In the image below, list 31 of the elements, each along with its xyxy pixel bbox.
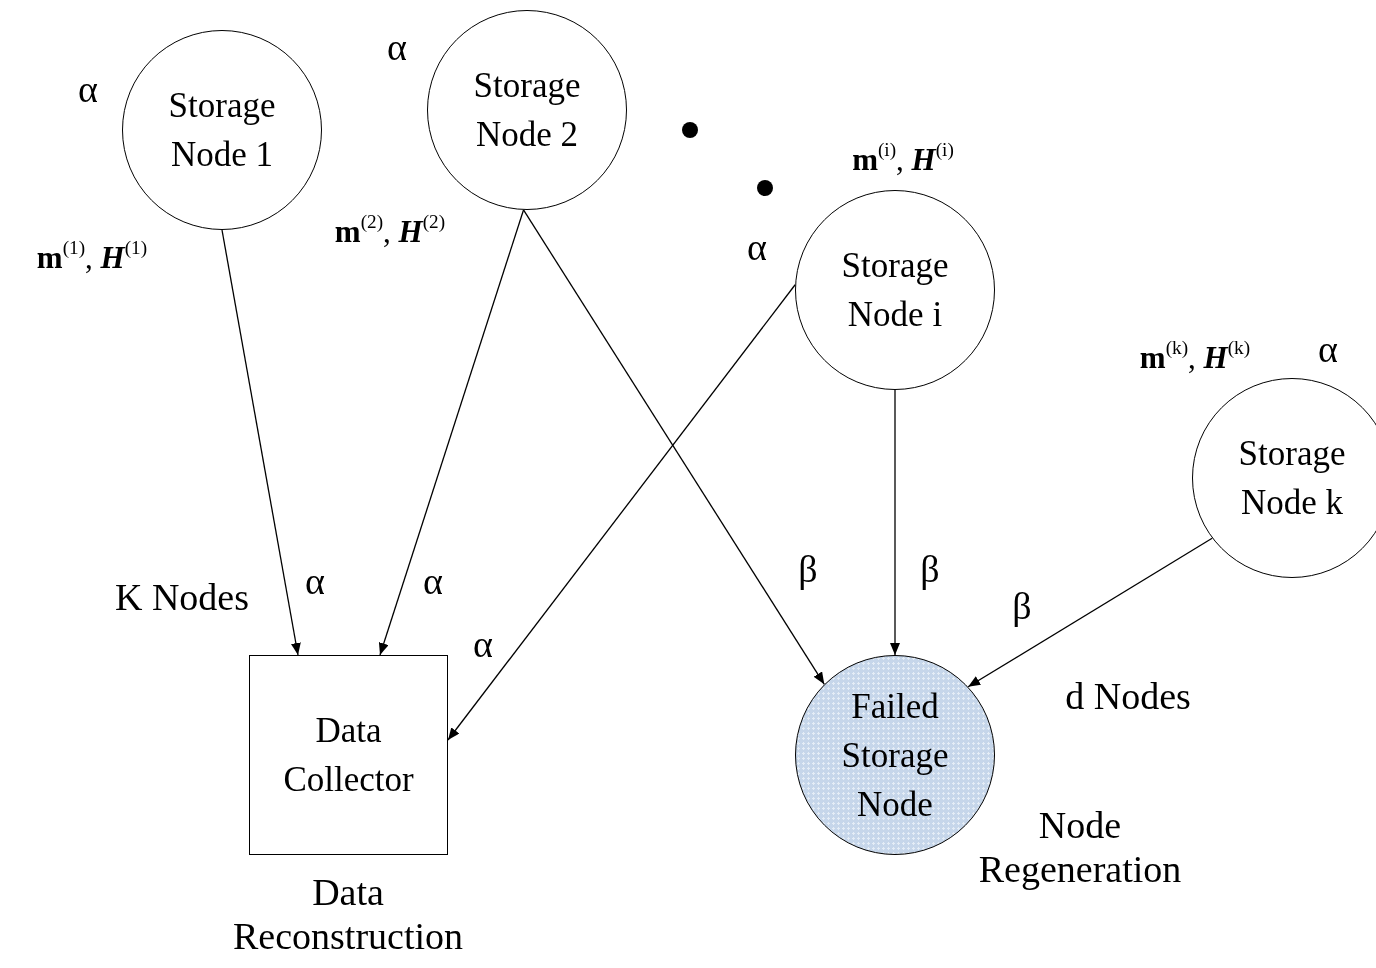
group-label: K Nodes xyxy=(115,576,249,620)
arrow xyxy=(522,209,825,685)
math-annotation: m$^{(i)}$, H$^{(i)}$ xyxy=(852,142,954,178)
edge-label: α xyxy=(423,560,443,604)
edge-label: β xyxy=(1012,585,1032,629)
node-label: Storage Node k xyxy=(1237,433,1347,524)
side-label: α xyxy=(747,226,767,270)
math-annotation: m$^{(1)}$, H$^{(1)}$ xyxy=(36,240,148,276)
math-annotation: m$^{(k)}$, H$^{(k)}$ xyxy=(1139,340,1251,376)
node-label: Failed Storage Node xyxy=(840,685,950,826)
arrow xyxy=(890,389,900,656)
edge-label: β xyxy=(798,548,818,592)
edge-label: α xyxy=(473,623,493,667)
side-label: d Nodes xyxy=(1065,675,1191,719)
arrow xyxy=(221,229,301,656)
arrow xyxy=(378,209,525,656)
node-label: Storage Node i xyxy=(840,245,950,336)
side-label: Data Reconstruction xyxy=(231,871,465,959)
node-label: Storage Node 1 xyxy=(167,85,277,176)
side-label: α xyxy=(1318,328,1338,372)
arrow xyxy=(447,284,796,741)
collector-box xyxy=(249,655,448,855)
side-label: Node Regeneration xyxy=(977,804,1183,892)
node-label: Storage Node 2 xyxy=(472,65,582,156)
edge-label: β xyxy=(920,548,940,592)
side-label: α xyxy=(387,26,407,70)
arrow xyxy=(967,537,1213,688)
edge-label: α xyxy=(305,560,325,604)
math-annotation: m$^{(2)}$, H$^{(2)}$ xyxy=(334,214,446,250)
side-label: α xyxy=(78,68,98,112)
node-label: Data Collector xyxy=(282,710,415,801)
